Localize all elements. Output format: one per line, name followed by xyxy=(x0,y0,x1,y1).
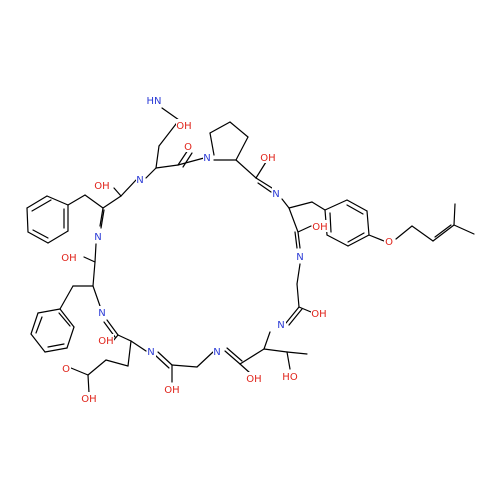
atom-label: N xyxy=(98,308,105,319)
atom-thr-n: N xyxy=(277,318,286,331)
atom-phe2-oh: OH xyxy=(61,251,77,264)
atom-acid-oh: OH xyxy=(81,392,97,405)
atom-label: OH xyxy=(176,121,191,132)
atom-pro-oh: OH xyxy=(260,151,276,164)
atom-label: N xyxy=(94,232,101,243)
atom-label: HO xyxy=(282,372,298,383)
atom-label: OH xyxy=(81,394,96,405)
atom-label: N xyxy=(277,320,284,331)
atom-pro-n: N xyxy=(203,151,212,164)
atom-thr-side-oh: HO xyxy=(282,370,298,383)
atom-glu-oh: OH xyxy=(98,334,114,347)
atom-label: O xyxy=(62,364,70,375)
atom-tyr-oh: OH xyxy=(312,220,328,233)
bonds xyxy=(26,107,475,394)
atom-gly1-n: N xyxy=(296,250,305,263)
atom-acid-o: O xyxy=(62,362,71,375)
atom-label: OH xyxy=(260,153,275,164)
atom-thr-amide-oh: OH xyxy=(246,372,262,385)
atom-gly2-oh: OH xyxy=(164,383,180,396)
atom-label: O xyxy=(385,237,393,248)
atom-label: O xyxy=(184,142,192,153)
atom-phe1-n: N xyxy=(94,230,103,243)
atom-asn-n: N xyxy=(136,173,145,186)
atom-gly2-n: N xyxy=(213,345,222,358)
atom-ether-o: O xyxy=(384,235,393,248)
atom-label: N xyxy=(136,175,143,186)
atom-tyr-n: N xyxy=(272,187,281,200)
atom-label: N xyxy=(296,252,303,263)
atom-glu-n: N xyxy=(147,345,156,358)
atom-label: N xyxy=(203,153,210,164)
atom-labels: HN OH O N OH N OH N N OH O OH N N OH N O… xyxy=(61,94,393,405)
atom-label: OH xyxy=(94,181,109,192)
atom-label: HN xyxy=(147,96,162,107)
atom-label: N xyxy=(272,189,279,200)
atom-gly1-oh: OH xyxy=(311,307,327,320)
atom-label: OH xyxy=(164,385,179,396)
atom-label: OH xyxy=(98,336,113,347)
atom-label: N xyxy=(147,347,154,358)
atom-amide-oh-1: OH xyxy=(176,119,192,132)
atom-phe2-n: N xyxy=(98,306,107,319)
atom-label: OH xyxy=(61,253,76,264)
atom-label: OH xyxy=(312,222,327,233)
atom-label: OH xyxy=(246,374,261,385)
atom-phe1-oh: OH xyxy=(94,179,110,192)
atom-label: OH xyxy=(311,309,326,320)
atom-ring-o-1: O xyxy=(184,140,192,153)
atom-label: N xyxy=(213,347,220,358)
atom-imine-nh: HN xyxy=(146,94,162,107)
